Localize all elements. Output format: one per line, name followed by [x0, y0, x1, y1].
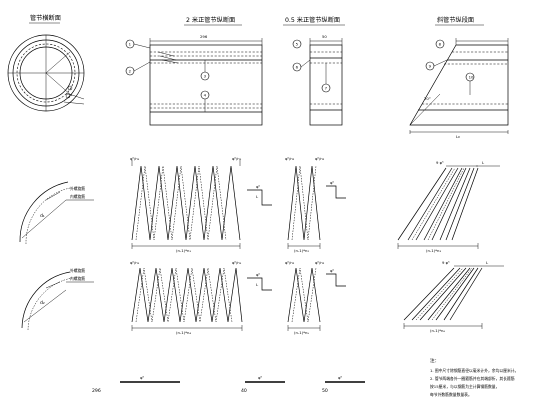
callout-4: 4 — [204, 92, 207, 97]
dim-zig3-bottom: (n-1)*n₄ — [176, 330, 191, 335]
callout-bubble — [200, 90, 210, 100]
notes-line-1: 1. 图中尺寸除钢筋直径以毫米计外，余均以厘米计。 — [430, 368, 518, 373]
callout-9: 9 — [429, 63, 432, 68]
spiral-arc-2 — [21, 271, 73, 331]
long-pipe-section: 296 — [149, 34, 263, 126]
dim-zig2-bottom: (n-1)*n₂ — [294, 248, 309, 253]
dim-fan1-bottom: (n-1)*n₃ — [426, 248, 441, 253]
label-bar3-tag: φ⁶ — [338, 375, 343, 380]
label-phi5-L: L — [256, 194, 259, 199]
label-fan-top-3: 9 φ⁵ — [442, 260, 450, 265]
callout-7: 7 — [325, 85, 328, 90]
callout-bubble — [465, 72, 475, 82]
notes-heading: 注： — [430, 357, 439, 364]
dim-zig4-bottom: (n-1)*n₅ — [294, 330, 309, 335]
label-outer-spiral-2: 外螺旋筋 — [70, 268, 85, 273]
rebar-sketch — [247, 277, 272, 291]
label-d2: d₂ — [40, 300, 45, 306]
label-inner-spiral: 内螺旋筋 — [70, 194, 85, 199]
label-phi5-4: φ⁵ — [330, 268, 335, 273]
callout-5: 5 — [296, 41, 299, 46]
label-top-left-3: φ⁵/n₁ — [130, 260, 140, 265]
title-pipe-cross-section: 管节横断面 — [30, 14, 61, 22]
pipe-cross-section — [7, 34, 85, 112]
label-fan-top-2: L — [482, 160, 485, 165]
label-top-left-4: φ⁵/n₂ — [285, 260, 295, 265]
dim-skew-angle: 20° — [424, 96, 431, 101]
straight-bar-1: φ⁶ — [120, 375, 180, 383]
spiral-arc-1 — [19, 181, 71, 245]
leader-line — [133, 43, 151, 49]
label-phi5-L-2: L — [256, 282, 259, 287]
label-top-right-4: φ⁵/n₂ — [315, 260, 325, 265]
label-phi5-1: φ⁵ — [256, 184, 261, 189]
callout-bubble — [321, 83, 331, 93]
callout-8: 8 — [439, 41, 442, 46]
label-outer-spiral: 外螺旋筋 — [70, 186, 85, 191]
label-top-right-2: φ⁵/n₂ — [315, 156, 325, 161]
callout-bubble — [292, 39, 302, 49]
label-top-left-1: φ⁵/n₁ — [130, 156, 140, 161]
dim-fan2-bottom: (n-1)*n₆ — [430, 328, 445, 333]
spiral-zigzag-2 — [287, 165, 321, 249]
title-short-pipe-section: 0.5 米正管节纵断面 — [285, 16, 340, 24]
callout-3: 3 — [204, 73, 207, 78]
title-long-pipe-section: 2 米正管节纵断面 — [186, 16, 235, 24]
label-fan-top-4: L — [486, 260, 489, 265]
dim-bar1-len: 296 — [92, 388, 101, 394]
spiral-zigzag-1 — [131, 160, 241, 249]
callout-1: 1 — [129, 41, 132, 46]
notes-line-3: 按15厘米，与以钢筋为主计算钢筋数量， — [430, 384, 499, 389]
rebar-sketch — [247, 189, 272, 206]
label-bar2-tag: φ⁶ — [258, 375, 263, 380]
label-fan-top-1: 9 φ⁵ — [436, 160, 444, 165]
label-phi5-2: φ⁵ — [330, 180, 335, 185]
leader-line — [133, 61, 151, 72]
rebar-sketch — [326, 185, 346, 199]
notes-line-2: 2. 管节两端各外一圈箍筋并在其端部折，其长箍筋 — [430, 376, 515, 381]
straight-bar-2: φ⁶ — [245, 375, 285, 383]
dim-bar2-len: 40 — [241, 388, 247, 394]
label-top-left-2: φ⁵/n₂ — [285, 156, 295, 161]
leader-line — [433, 59, 448, 67]
label-phi5-3: φ⁵ — [256, 272, 261, 277]
notes-line-4: 每节外数筋数量数量表。 — [430, 392, 472, 397]
callout-bubble — [435, 39, 445, 49]
dim-short-width: 50 — [322, 34, 327, 39]
dim-long-width: 296 — [200, 34, 208, 39]
dim-zig1-bottom: (n-1)*n₁ — [176, 248, 191, 253]
dim-bar3-len: 50 — [322, 388, 328, 394]
skew-pipe-section — [409, 38, 509, 134]
callout-bubble — [200, 71, 210, 81]
spiral-fan-2 — [403, 265, 504, 329]
notes-block: 注： 1. 图中尺寸除钢筋直径以毫米计外，余均以厘米计。 2. 管节两端各外一圈… — [430, 357, 518, 397]
spiral-fan-1 — [397, 165, 500, 249]
leader-line — [300, 59, 311, 68]
callout-10: 10 — [469, 74, 474, 79]
label-top-right-3: φ⁵/n₁ — [232, 260, 242, 265]
title-skew-pipe-section: 斜管节纵段面 — [437, 16, 474, 24]
label-bar1-tag: φ⁶ — [140, 375, 145, 380]
spiral-zigzag-3 — [131, 267, 243, 331]
callout-6: 6 — [296, 64, 299, 69]
callout-2: 2 — [129, 68, 132, 73]
label-d1: d₁ — [40, 213, 45, 219]
dim-skew-width: Lc — [456, 134, 460, 139]
rebar-sketch — [326, 273, 346, 287]
label-inner-spiral-2: 内螺旋筋 — [70, 276, 85, 281]
short-pipe-section: 50 — [309, 34, 343, 126]
label-top-right-1: φ⁵/n₁ — [232, 156, 242, 161]
straight-bar-3: φ⁶ — [325, 375, 365, 383]
spiral-zigzag-4 — [287, 267, 321, 331]
